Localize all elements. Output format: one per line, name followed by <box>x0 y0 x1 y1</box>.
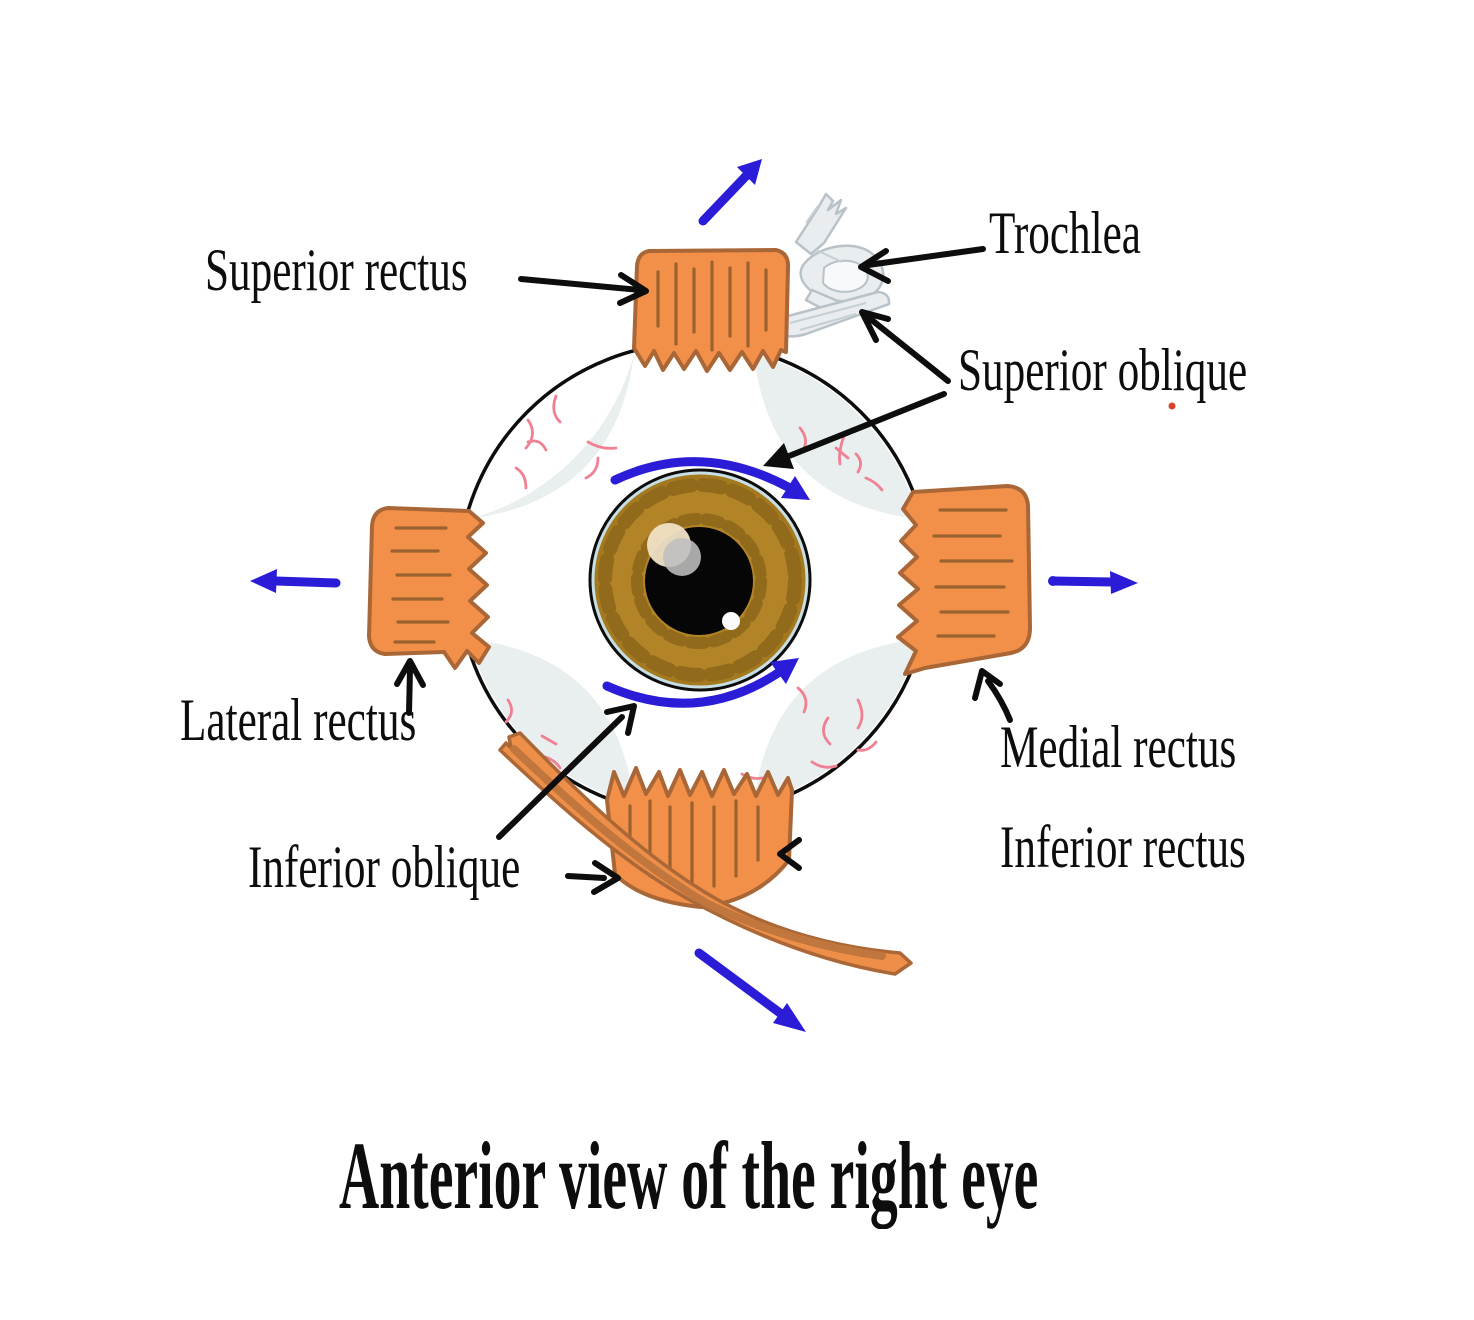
label-inferior-oblique: Inferior oblique <box>248 834 521 900</box>
extorsion-arc-arrow <box>602 668 783 708</box>
muscle-striations <box>390 260 1014 893</box>
up-direction-arrow <box>698 171 751 226</box>
trochlea-and-superior-oblique-tendon <box>770 192 891 338</box>
superior-oblique-upper-tendon <box>794 192 848 256</box>
right-direction-arrow <box>1048 576 1117 587</box>
diagram-title: Anterior view of the right eye <box>339 1122 1039 1229</box>
iris-outer-mottle <box>598 478 802 682</box>
superior-oblique-pointer-upper <box>865 314 951 384</box>
inferior-oblique-arc-pointer <box>496 714 625 840</box>
inferior-rectus-chevron <box>777 837 802 871</box>
intorsion-arc-arrowhead <box>781 476 810 500</box>
label-trochlea: Trochlea <box>989 200 1141 266</box>
intorsion-arc-arrow <box>610 457 793 492</box>
inferior-oblique-pointer <box>565 873 607 881</box>
label-medial-rectus: Medial rectus <box>1000 714 1237 780</box>
medial-rectus-muscle <box>896 484 1032 676</box>
medial-rectus-pointer <box>985 678 1013 723</box>
down-right-direction-arrow <box>694 948 785 1018</box>
rectus-muscles <box>367 248 1032 909</box>
trochlea-loop-inner <box>822 259 869 293</box>
pupil-highlight-small <box>722 612 740 630</box>
label-lateral-rectus: Lateral rectus <box>180 687 417 753</box>
trochlea-pointer <box>865 246 986 268</box>
inferior-rectus-muscle <box>605 766 794 909</box>
inferior-oblique-muscle <box>498 731 913 976</box>
label-inferior-rectus: Inferior rectus <box>1000 814 1246 880</box>
extorsion-arc-arrowhead <box>770 658 799 684</box>
pupil-highlight-large-gray <box>663 538 701 576</box>
iris <box>588 468 812 692</box>
label-superior-oblique: Superior oblique <box>958 337 1248 403</box>
iris-inner-mottle <box>631 513 767 649</box>
superior-oblique-pointer-lower <box>786 391 947 459</box>
label-pointers <box>394 246 1013 895</box>
stray-red-dot <box>1168 402 1176 410</box>
superior-rectus-pointer <box>518 276 643 293</box>
motion-arrows <box>250 159 1138 1032</box>
lateral-rectus-muscle <box>367 506 491 670</box>
lateral-rectus-pointer <box>406 666 413 716</box>
left-direction-arrow <box>271 576 341 588</box>
label-superior-rectus: Superior rectus <box>205 237 468 303</box>
